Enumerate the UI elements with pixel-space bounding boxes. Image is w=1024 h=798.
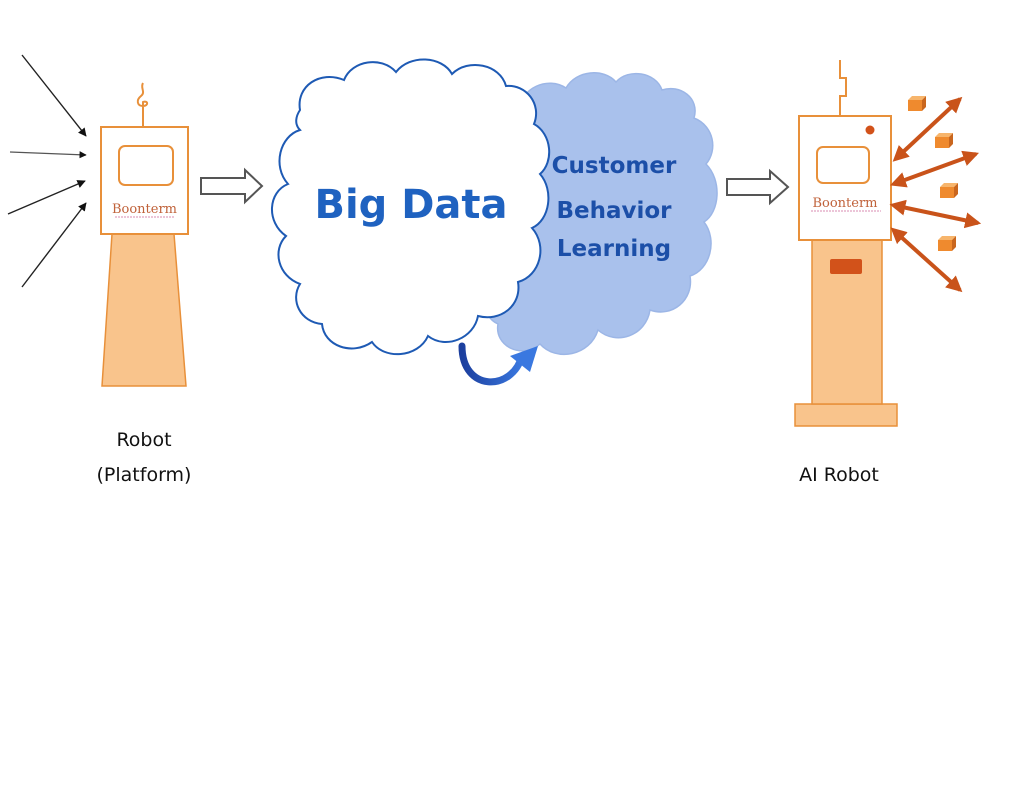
robot-base-plate (794, 403, 898, 427)
bidirectional-arrow (892, 96, 963, 162)
box-icon (908, 96, 926, 111)
hollow-right-arrow-icon (200, 167, 264, 205)
indicator-light (865, 125, 875, 135)
big-data-label: Big Data (314, 182, 507, 228)
input-arrow (21, 54, 87, 137)
robot-base (101, 233, 187, 387)
big-data-cloud: Big Data (271, 58, 551, 356)
bidirectional-arrow (889, 150, 980, 188)
box-icon (935, 133, 953, 148)
hollow-right-arrow-icon (726, 168, 790, 206)
box-icon (940, 183, 958, 198)
robot-screen (816, 146, 870, 184)
learning-line-1: Customer (552, 153, 677, 179)
input-arrow (21, 202, 87, 288)
ai-robot-label: AI Robot (799, 464, 879, 486)
curved-up-arrow-icon (458, 342, 538, 386)
input-arrows (7, 54, 87, 288)
brand-label: Boonterm (112, 202, 177, 217)
robot-screen (118, 145, 174, 186)
brand-label: Boonterm (812, 196, 877, 211)
bidirectional-arrow (890, 227, 963, 293)
bidirectional-arrow (889, 199, 982, 229)
product-boxes (908, 96, 958, 251)
antenna-icon (839, 60, 847, 116)
input-arrow (7, 180, 86, 215)
platform-robot-label-line2: (Platform) (97, 464, 192, 486)
learning-line-3: Learning (557, 236, 671, 262)
data-exchange-arrows (889, 96, 982, 293)
platform-robot: Boonterm (100, 82, 189, 387)
antenna-icon (136, 82, 149, 127)
card-slot (830, 259, 862, 274)
learning-line-2: Behavior (556, 198, 672, 224)
big-data-cloud-shape (271, 58, 551, 356)
input-arrow (9, 151, 87, 159)
ai-robot: Boonterm (794, 60, 898, 427)
box-icon (938, 236, 956, 251)
platform-robot-label-line1: Robot (116, 429, 171, 451)
